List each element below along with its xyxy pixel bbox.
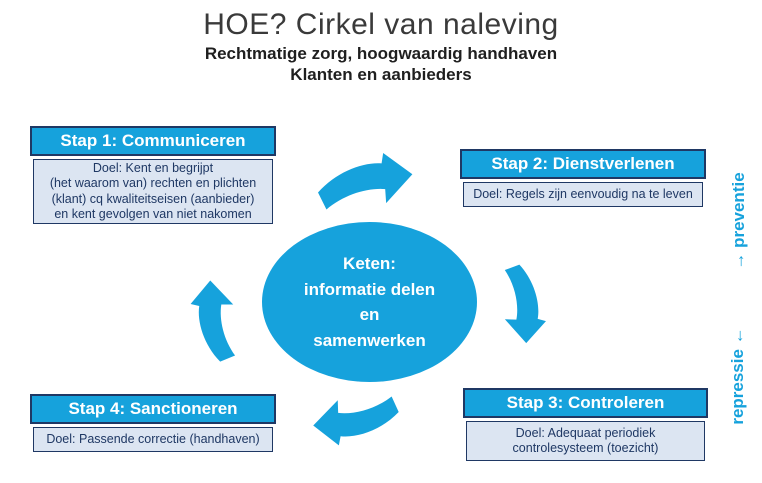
step3-goal: Doel: Adequaat periodiek controlesysteem… <box>466 421 705 461</box>
slide-header: HOE? Cirkel van naleving Rechtmatige zor… <box>0 8 762 85</box>
step2-goal: Doel: Regels zijn eenvoudig na te leven <box>463 182 703 207</box>
step1-goal: Doel: Kent en begrijpt (het waarom van) … <box>33 159 273 224</box>
preventie-label: → preventie <box>729 172 748 270</box>
repressie-label: repressie ← <box>728 327 747 425</box>
center-ellipse-text: Keten: informatie delen en samenwerken <box>303 254 436 350</box>
page-title: HOE? Cirkel van naleving <box>203 8 559 41</box>
curved-arrow-left-icon <box>310 394 402 448</box>
curved-arrow-up-icon <box>189 279 238 364</box>
step2-header: Stap 2: Dienstverlenen <box>460 149 706 179</box>
subtitle-line-1: Rechtmatige zorg, hoogwaardig handhaven <box>204 43 558 63</box>
curved-arrow-down-icon <box>502 263 547 344</box>
step1-header: Stap 1: Communiceren <box>30 126 276 156</box>
step4-goal: Doel: Passende correctie (handhaven) <box>33 427 273 452</box>
step3-header: Stap 3: Controleren <box>463 388 708 418</box>
center-ellipse: Keten: informatie delen en samenwerken <box>262 222 477 382</box>
curved-arrow-right-icon <box>313 149 416 213</box>
step4-header: Stap 4: Sanctioneren <box>30 394 276 424</box>
subtitle-line-2: Klanten en aanbieders <box>290 64 472 84</box>
